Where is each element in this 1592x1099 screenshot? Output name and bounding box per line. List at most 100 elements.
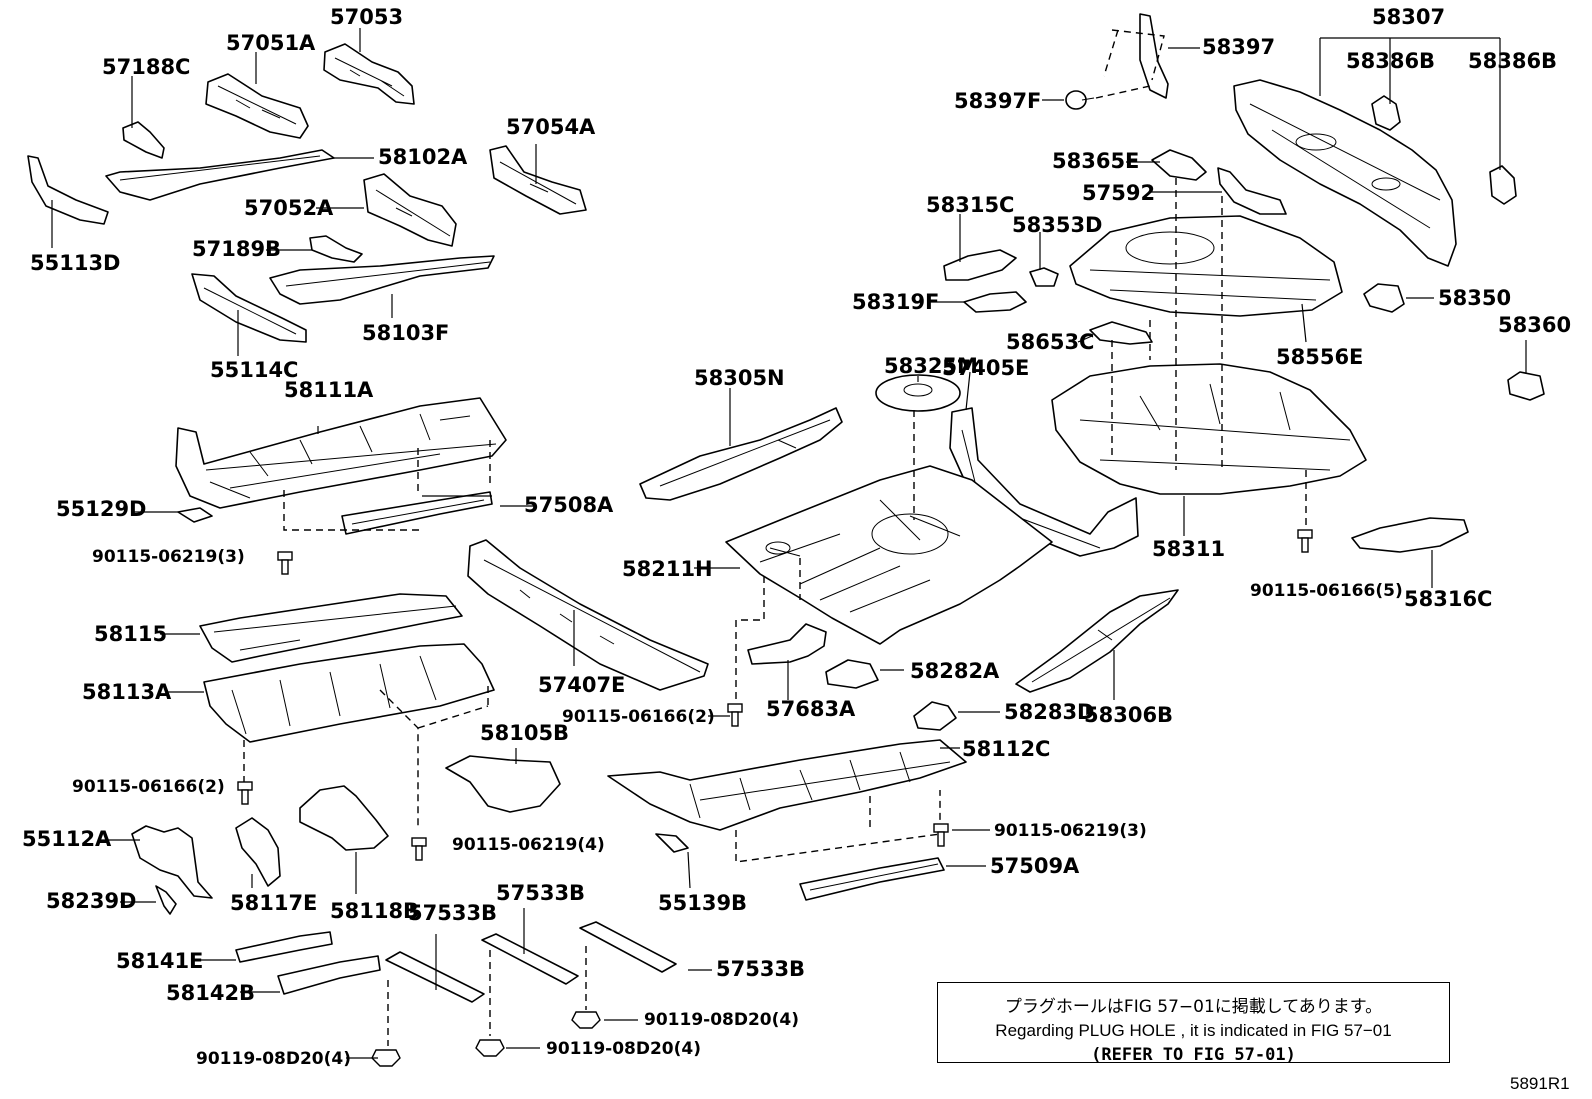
label-58319F: 58319F <box>852 290 939 314</box>
label-58112C: 58112C <box>962 737 1050 761</box>
part-58306B <box>1015 589 1179 693</box>
bolt-icon <box>411 837 427 861</box>
bolt-icon <box>277 551 293 575</box>
label-58105B: 58105B <box>480 721 569 745</box>
label-90119-08D20-4: 90119-08D20(4) <box>196 1049 351 1069</box>
label-58386B: 58386B <box>1468 49 1557 73</box>
label-57189B: 57189B <box>192 237 281 261</box>
part-58103F <box>269 255 495 305</box>
part-57533B-plate-1 <box>385 951 485 1003</box>
label-58306B: 58306B <box>1084 703 1173 727</box>
part-55112A <box>131 825 213 899</box>
part-58397F <box>1065 90 1095 110</box>
label-58316C: 58316C <box>1404 587 1492 611</box>
part-58102A <box>105 149 335 201</box>
label-57188C: 57188C <box>102 55 190 79</box>
label-58365E: 58365E <box>1052 149 1139 173</box>
label-58282A: 58282A <box>910 659 1000 683</box>
part-58305N <box>639 407 843 501</box>
label-58283D: 58283D <box>1004 700 1095 724</box>
part-58386B-1 <box>1371 95 1401 131</box>
label-58653C: 58653C <box>1006 330 1094 354</box>
part-57533B-plate-3 <box>579 921 677 973</box>
label-58307: 58307 <box>1372 5 1445 29</box>
part-55113D <box>27 155 109 225</box>
label-58397: 58397 <box>1202 35 1275 59</box>
part-58311 <box>1051 363 1367 495</box>
part-58142B <box>277 955 381 995</box>
label-57405E: 57405E <box>942 356 1029 380</box>
label-90115-06219-4: 90115-06219(4) <box>452 835 605 855</box>
label-57533B: 57533B <box>408 901 497 925</box>
part-58211H <box>725 465 1053 645</box>
label-55129D: 55129D <box>56 497 147 521</box>
label-90119-08D20-4: 90119-08D20(4) <box>546 1039 701 1059</box>
part-57407E <box>467 539 709 691</box>
part-58316C <box>1351 517 1469 553</box>
part-57051A <box>205 73 309 139</box>
label-57533B: 57533B <box>496 881 585 905</box>
part-55139B <box>655 833 689 853</box>
bolt-icon <box>571 1011 601 1029</box>
part-57054A <box>489 145 587 215</box>
label-55114C: 55114C <box>210 358 298 382</box>
label-58103F: 58103F <box>362 321 449 345</box>
bolt-icon <box>1297 529 1313 553</box>
label-58397F: 58397F <box>954 89 1041 113</box>
label-58360: 58360 <box>1498 313 1571 337</box>
part-55114C <box>191 273 307 343</box>
label-58305N: 58305N <box>694 366 785 390</box>
figure-code: 5891R1 <box>1510 1074 1570 1093</box>
label-55113D: 55113D <box>30 251 121 275</box>
label-58115: 58115 <box>94 622 167 646</box>
label-57407E: 57407E <box>538 673 625 697</box>
label-57053: 57053 <box>330 5 403 29</box>
part-58653C <box>1089 321 1153 345</box>
label-55112A: 55112A <box>22 827 112 851</box>
part-58307 <box>1233 79 1457 267</box>
part-58315C <box>943 249 1017 281</box>
part-57053 <box>323 43 415 105</box>
part-58111A <box>175 397 507 509</box>
part-55129D <box>177 507 213 523</box>
note-japanese: プラグホールはFIG 57−01に掲載してあります。 <box>1004 997 1383 1017</box>
part-57509A <box>799 857 945 901</box>
label-58118B: 58118B <box>330 899 419 923</box>
label-58556E: 58556E <box>1276 345 1363 369</box>
label-90115-06219-3: 90115-06219(3) <box>92 547 245 567</box>
label-58142B: 58142B <box>166 981 255 1005</box>
part-57052A <box>363 173 457 247</box>
part-58117E <box>235 817 281 887</box>
part-58325M <box>875 374 961 412</box>
label-57508A: 57508A <box>524 493 614 517</box>
part-58282A <box>825 659 879 689</box>
part-57189B <box>309 235 363 263</box>
label-57054A: 57054A <box>506 115 596 139</box>
note-reference: (REFER TO FIG 57-01) <box>1091 1045 1296 1065</box>
bolt-icon <box>727 703 743 727</box>
label-55139B: 55139B <box>658 891 747 915</box>
label-90119-08D20-4: 90119-08D20(4) <box>644 1010 799 1030</box>
part-58319F <box>963 291 1027 313</box>
part-58556E <box>1069 215 1343 317</box>
label-58239D: 58239D <box>46 889 137 913</box>
label-90115-06166-5: 90115-06166(5) <box>1250 581 1403 601</box>
part-58115 <box>199 593 463 663</box>
part-58386B-2 <box>1489 165 1517 205</box>
label-57683A: 57683A <box>766 697 856 721</box>
part-58141E <box>235 931 333 963</box>
label-58117E: 58117E <box>230 891 317 915</box>
alignment-lines <box>243 29 1307 1046</box>
bolts <box>237 529 1313 1067</box>
label-58141E: 58141E <box>116 949 203 973</box>
part-57592 <box>1217 167 1287 215</box>
label-58386B: 58386B <box>1346 49 1435 73</box>
label-57052A: 57052A <box>244 196 334 220</box>
callout-labels: 58307 58386B 58386B 58397 58397F 58365E … <box>22 5 1571 1069</box>
note-english: Regarding PLUG HOLE , it is indicated in… <box>995 1021 1392 1040</box>
part-58350 <box>1363 283 1405 313</box>
part-58365E <box>1151 149 1207 181</box>
label-58311: 58311 <box>1152 537 1225 561</box>
label-90115-06166-2: 90115-06166(2) <box>562 707 715 727</box>
label-90115-06219-3: 90115-06219(3) <box>994 821 1147 841</box>
